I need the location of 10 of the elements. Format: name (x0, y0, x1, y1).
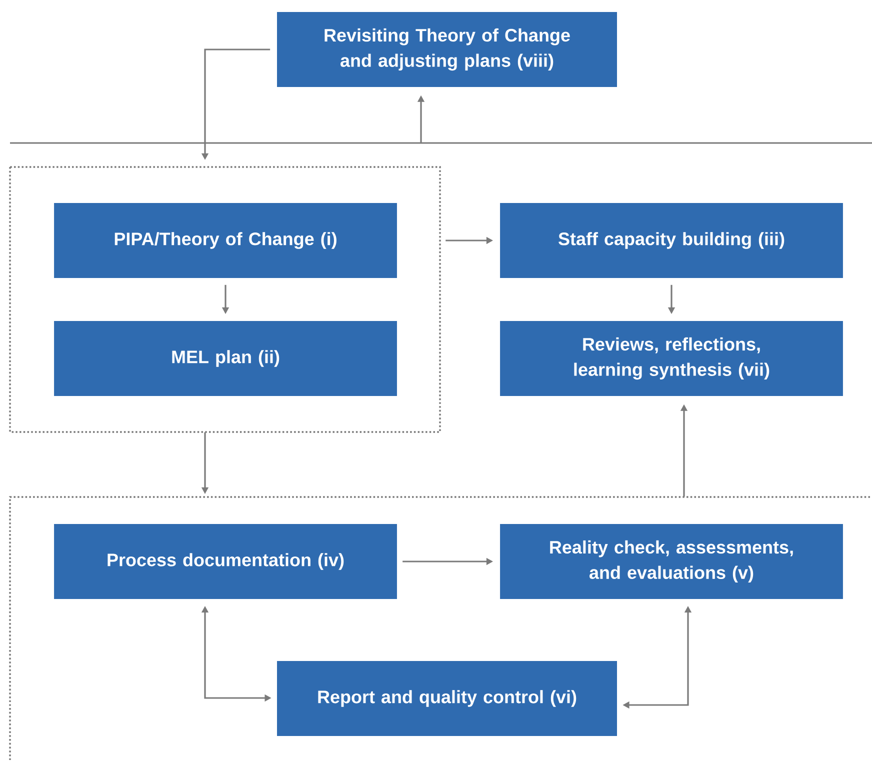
process-box: Reviews, reflections, learning synthesis (vii) (500, 321, 843, 396)
process-box: Process documentation (iv) (54, 524, 397, 599)
process-box: Reality check, assessments, and evaluations (v) (500, 524, 843, 599)
process-box: Revisiting Theory of Change and adjusting plans (viii) (277, 12, 617, 87)
dotted-group-frame (9, 166, 441, 433)
dotted-group-frame (9, 496, 870, 761)
process-box: MEL plan (ii) (54, 321, 397, 396)
process-box: Report and quality control (vi) (277, 661, 617, 736)
process-box: PIPA/Theory of Change (i) (54, 203, 397, 278)
process-box: Staff capacity building (iii) (500, 203, 843, 278)
